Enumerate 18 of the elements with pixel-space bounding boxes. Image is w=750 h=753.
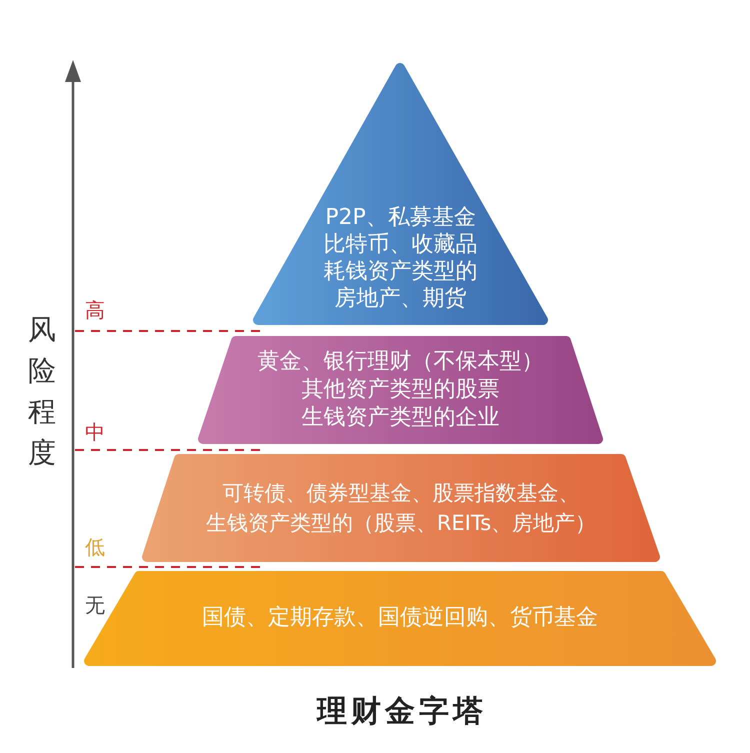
- tier-text: 耗钱资产类型的房地产、期货: [322, 258, 478, 312]
- risk-level-label: 中: [85, 420, 105, 444]
- diagram-title: 理财金字塔: [317, 694, 487, 730]
- axis-title: 风险程度: [28, 312, 56, 471]
- tier-text: 生钱资产类型的企业: [302, 404, 500, 432]
- tier-text: P2P、私募基金: [325, 204, 476, 231]
- risk-level-label: 低: [85, 535, 105, 559]
- tier-text: 可转债、债券型基金、股票指数基金、生钱资产类型的（股票、REITs、房地产）: [204, 480, 598, 537]
- trapezoid-tier: [142, 454, 660, 562]
- tier-text: 黄金、银行理财（不保本型）: [258, 348, 544, 376]
- trapezoid-tier: [84, 571, 716, 666]
- triangle-tier: [253, 63, 548, 325]
- trapezoid-tier: [198, 336, 603, 444]
- tier-text: 比特币、收藏品: [324, 231, 478, 258]
- tier-text: 国债、定期存款、国债逆回购、货币基金: [202, 604, 598, 632]
- tier-text: 其他资产类型的股票: [302, 376, 500, 404]
- risk-level-label: 高: [85, 298, 105, 322]
- risk-level-label: 无: [85, 593, 105, 617]
